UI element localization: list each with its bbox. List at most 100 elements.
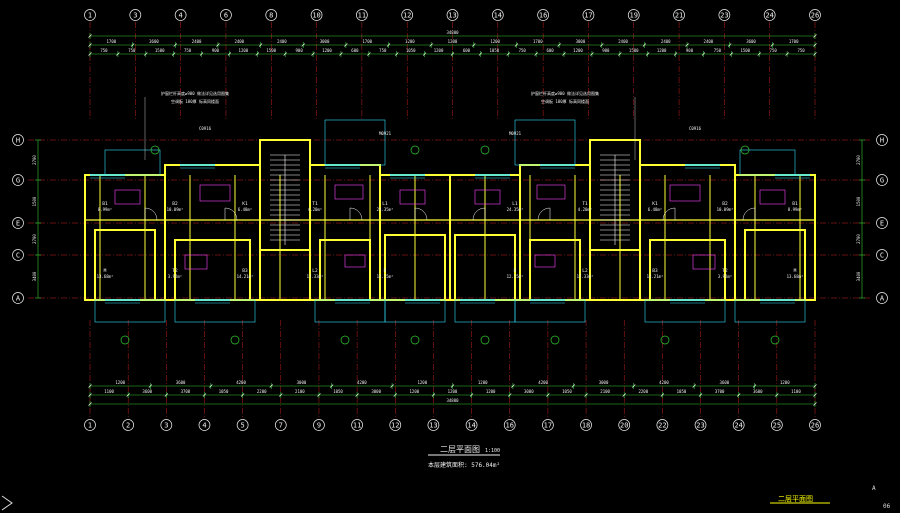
dimension-slash — [88, 52, 92, 56]
axis-bubble-top-circle — [401, 9, 414, 21]
axis-bubble-bottom-circle — [465, 419, 478, 431]
dimension-label: 4200 — [659, 380, 669, 385]
dimension-slash — [506, 52, 510, 56]
door-swing — [742, 207, 756, 221]
dimension-slash — [393, 393, 397, 397]
window-tag: C0916 — [199, 126, 212, 131]
dimension-label: 1200 — [410, 389, 420, 394]
dimension-slash — [367, 52, 371, 56]
door-swing — [144, 207, 158, 221]
dimension-label: 3400 — [856, 271, 861, 281]
dimension-slash — [317, 393, 321, 397]
ucs-icon — [1, 495, 13, 511]
dimension-slash — [813, 384, 817, 388]
room-area: 12.15m² — [377, 274, 394, 279]
dimension-slash — [813, 52, 817, 56]
room-code: M — [794, 268, 797, 274]
dimension-slash — [209, 384, 213, 388]
dimension-slash — [685, 43, 689, 47]
room-code: L1 — [512, 201, 518, 207]
dimension-slash — [355, 393, 359, 397]
axis-bubble-left-circle — [12, 134, 24, 146]
dimension-slash — [199, 52, 204, 56]
axis-bubble-top-label: 10 — [312, 12, 320, 20]
axis-bubble-left-label: H — [16, 137, 20, 145]
room-area: 4.20m² — [308, 207, 322, 212]
room-code: D — [514, 268, 517, 274]
dimension-slash — [329, 384, 334, 388]
dimension-slash — [258, 43, 263, 47]
dimension-slash — [88, 384, 92, 388]
room-code: B3 — [242, 268, 248, 274]
furniture — [474, 189, 501, 205]
axis-bubble-bottom-label: 2 — [126, 422, 130, 430]
dimension-label: 600 — [546, 48, 554, 53]
dimension-slash — [390, 384, 394, 388]
axis-bubble-left-circle — [12, 292, 24, 304]
dimension-label: 750 — [797, 48, 805, 53]
dimension-label: 1200 — [490, 39, 500, 44]
room-code: T2 — [722, 268, 728, 274]
drawing-scale: 1:100 — [485, 448, 500, 454]
dimension-label: 900 — [212, 48, 220, 53]
door-tag: M0921 — [379, 131, 392, 136]
page-number: 06 — [883, 503, 891, 510]
dimension-label: 750 — [379, 48, 387, 53]
dimension-slash — [775, 393, 779, 397]
dimension-label: 1050 — [677, 389, 687, 394]
dimension-slash — [339, 52, 343, 56]
axis-bubble-bottom-label: 25 — [773, 422, 781, 430]
corner-mark: A — [872, 485, 876, 492]
dimension-label: 2700 — [856, 234, 861, 244]
dimension-slash — [692, 384, 696, 388]
dimension-label: 2200 — [257, 389, 267, 394]
dimension-slash — [618, 52, 622, 56]
axis-bubble-bottom-circle — [84, 419, 96, 431]
axis-bubble-top-label: 8 — [269, 12, 273, 20]
axis-bubble-bottom-circle — [542, 419, 554, 431]
dimension-label: 3600 — [142, 389, 152, 394]
dimension-label: 1700 — [533, 39, 543, 44]
axis-bubble-right-circle — [876, 217, 888, 229]
axis-bubble-top-label: 17 — [584, 12, 592, 20]
dimension-label: 3600 — [746, 39, 756, 44]
axis-bubble-top-label: 23 — [720, 12, 728, 20]
dimension-slash — [88, 34, 92, 38]
room-area: 6.48m² — [238, 207, 252, 212]
dimension-slash — [729, 52, 734, 56]
dimension-label: 1700 — [107, 39, 117, 44]
axis-bubble-bottom-label: 12 — [391, 422, 399, 430]
dimension-label: 1200 — [657, 48, 667, 53]
axis-bubble-bottom-circle — [809, 419, 821, 431]
dimension-label: 1200 — [405, 39, 415, 44]
dimension-slash — [557, 43, 561, 47]
detail-callout-bubble — [150, 145, 160, 155]
axis-bubble-top-circle — [627, 9, 640, 21]
axis-bubble-bottom-circle — [160, 419, 173, 431]
dimension-label: 1500 — [155, 48, 165, 53]
dimension-slash — [645, 52, 650, 56]
room-code: M — [104, 268, 107, 274]
dimension-slash — [562, 52, 566, 56]
axis-bubble-top-label: 24 — [765, 12, 773, 20]
axis-bubble-bottom-label: 23 — [696, 422, 704, 430]
dimension-slash — [386, 43, 391, 47]
axis-bubble-right-circle — [876, 292, 888, 304]
furniture — [759, 189, 786, 205]
dimension-slash — [785, 52, 789, 56]
axis-bubble-top-label: 1 — [88, 12, 92, 20]
axis-bubble-right-circle — [876, 134, 888, 146]
axis-bubble-bottom-label: 3 — [164, 422, 168, 430]
dimension-slash — [450, 384, 455, 388]
dimension-slash — [546, 393, 550, 397]
dimension-label: 1050 — [406, 48, 416, 53]
dimension-slash — [450, 52, 455, 56]
axis-bubble-bottom-circle — [351, 419, 363, 431]
dimension-label: 1200 — [448, 39, 458, 44]
furniture — [399, 189, 426, 205]
dimension-label: 3000 — [297, 380, 307, 385]
balcony — [514, 119, 576, 166]
dimension-label: 2200 — [638, 389, 648, 394]
dimension-slash — [642, 43, 647, 47]
